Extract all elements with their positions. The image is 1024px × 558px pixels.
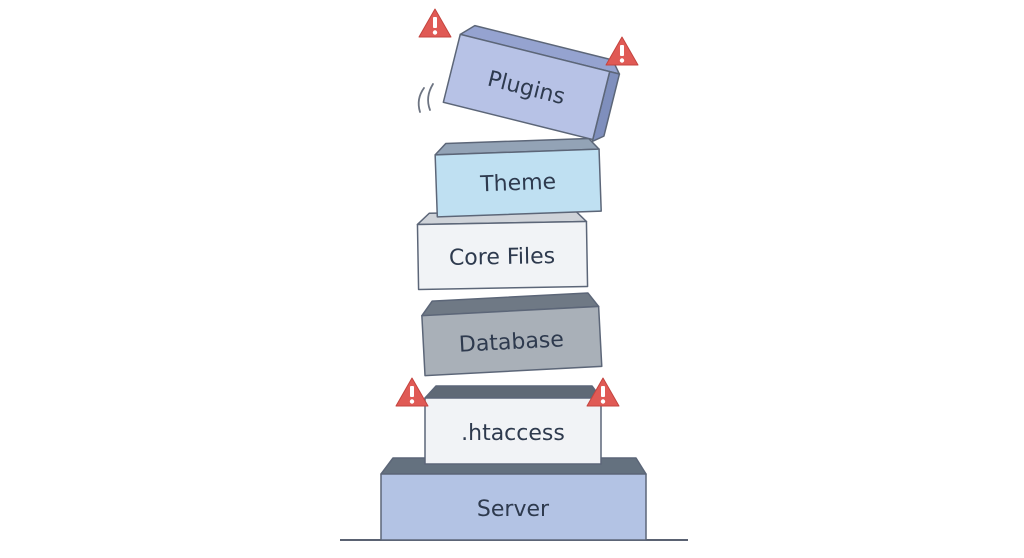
server-label: Server xyxy=(477,497,550,522)
database-label: Database xyxy=(458,327,564,357)
theme-block: Theme xyxy=(434,137,602,218)
plugins-front-face xyxy=(442,33,611,141)
core-files-block: Core Files xyxy=(416,209,589,291)
theme-label: Theme xyxy=(479,170,557,198)
htaccess-label: .htaccess xyxy=(461,421,565,446)
server-block: Server xyxy=(380,457,647,541)
server-front-face xyxy=(380,473,647,541)
htaccess-front-face xyxy=(424,397,602,465)
warning-icon xyxy=(418,8,452,38)
warning-icon xyxy=(395,377,429,407)
warning-icon xyxy=(605,36,639,66)
htaccess-block: .htaccess xyxy=(424,385,602,465)
theme-front-face xyxy=(434,148,602,218)
plugins-block: Plugins xyxy=(442,24,621,143)
warning-icon xyxy=(586,377,620,407)
htaccess-top-face xyxy=(424,385,602,399)
wobble-lines xyxy=(417,83,434,113)
core-files-label: Core Files xyxy=(449,244,556,271)
core-files-front-face xyxy=(416,220,589,291)
database-front-face xyxy=(421,305,603,377)
database-block: Database xyxy=(421,292,603,377)
